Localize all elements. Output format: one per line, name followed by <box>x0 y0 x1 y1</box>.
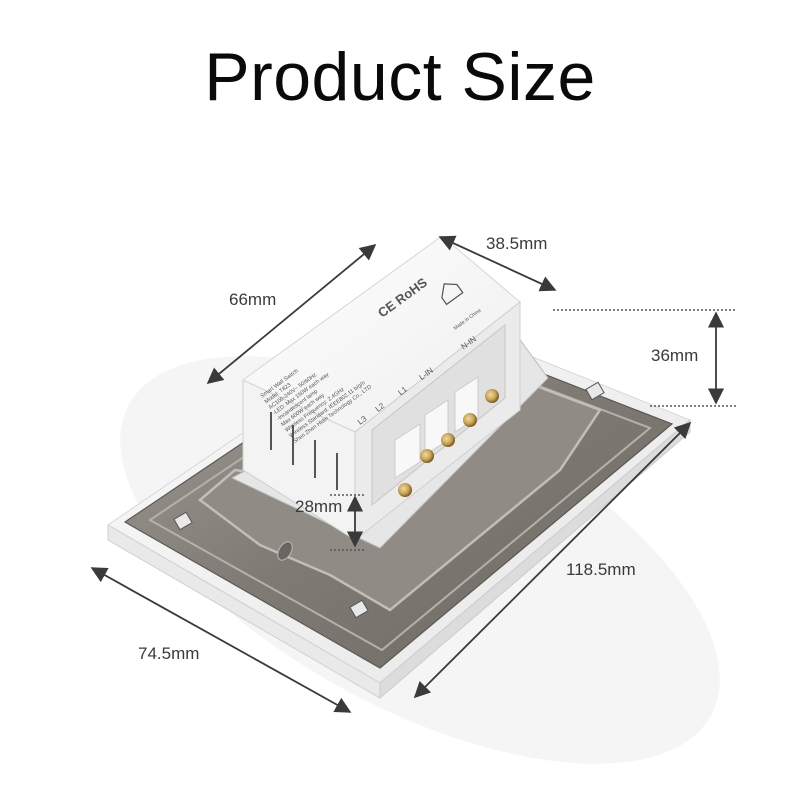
dimension-plate-length: 118.5mm <box>566 560 636 579</box>
arrow-118-5mm <box>413 421 692 699</box>
terminal-screw-l1 <box>441 433 455 447</box>
terminal-labels: L3 L2 L1 L-IN N-IN <box>356 334 478 426</box>
arrow-38-5mm <box>438 235 557 292</box>
terminal-screw-nin <box>485 389 499 403</box>
dimension-plate-width: 74.5mm <box>138 644 200 663</box>
terminal-screw-l3 <box>398 483 412 497</box>
arrow-66mm <box>206 243 377 385</box>
dimension-module-base: 28mm <box>295 497 343 516</box>
reference-lines <box>330 309 737 551</box>
dimension-depth-top: 38.5mm <box>486 234 548 253</box>
dimension-height-right: 36mm <box>651 346 699 365</box>
terminal-screw-lin <box>463 413 477 427</box>
terminal-screw-l2 <box>420 449 434 463</box>
dimension-module-width: 66mm <box>229 290 277 309</box>
dimension-arrows <box>90 235 725 713</box>
page-title: Product Size <box>204 39 596 115</box>
arrow-74-5mm <box>90 567 352 713</box>
